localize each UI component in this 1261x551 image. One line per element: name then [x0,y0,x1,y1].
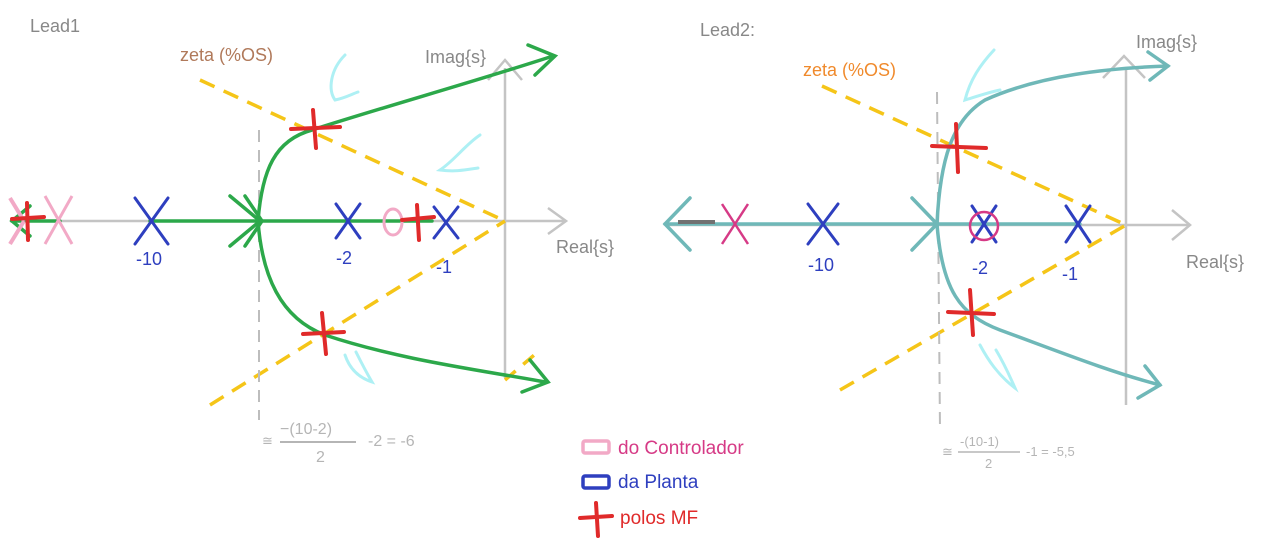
lead1-title: Lead1 [30,16,80,36]
legend-label-controller: do Controlador [618,438,744,459]
lead2-formula-rest: -1 = -5,5 [1026,444,1075,459]
lead1-left-arrow [9,204,32,238]
lead1-real-label: Real{s} [556,237,614,257]
lead1-zeta-line-upper [199,78,506,223]
lead1-plant-poles [133,196,460,246]
lead2-cl-pole-lower [946,288,996,337]
lead2-locus-lower-arrow [1136,364,1163,400]
lead2-zeta-label: zeta (%OS) [803,60,896,80]
lead2-controller [720,203,1000,245]
lead1-pole-minus1 [432,205,460,240]
lead1-locus-upper-branch [256,54,555,223]
lead2-hint-arrows [962,48,1017,390]
lead1-hint-arrow-1 [329,53,360,102]
legend: do Controlador da Planta polos MF [578,438,744,538]
lead2-title: Lead2: [700,20,755,40]
lead2-controller-pole [720,203,750,245]
lead2-formula-approx: ≅ [942,444,953,459]
lead2-label-minus10: -10 [808,255,834,275]
lead2-hint-arrow-1 [962,48,1002,103]
lead1-locus-upper-arrow [526,43,559,77]
lead1-diagram: Lead1 Imag{s} Real{s} zeta (%OS) [8,16,614,466]
legend-item-controller: do Controlador [581,438,744,459]
lead1-pole-minus2 [334,202,362,240]
lead2-zeta-line-upper [821,84,1127,227]
lead2-real-arrow [1171,209,1192,241]
lead1-pole-minus10 [133,196,170,246]
legend-label-closed-loop: polos MF [620,508,698,529]
lead1-label-minus1: -1 [436,257,452,277]
lead1-real-arrow [547,206,569,236]
lead2-pole-minus1 [1064,204,1092,244]
legend-swatch-plant [581,474,611,490]
lead1-label-minus10: -10 [136,249,162,269]
lead1-formula: ≅ −(10-2) 2 -2 = -6 [262,421,415,466]
legend-item-plant: da Planta [581,472,699,493]
lead2-plant-poles [806,202,1092,246]
lead1-locus-lower-arrow [520,358,551,394]
lead1-cl-pole-lower [301,311,346,356]
lead1-cl-pole-real-right [400,203,436,242]
lead2-axes [665,54,1192,405]
lead2-locus-upper-branch [935,64,1170,226]
lead1-formula-numerator: −(10-2) [280,421,332,438]
lead2-hint-arrow-2 [978,343,1017,390]
lead2-zeta-lines [821,84,1127,392]
lead2-locus-lower-branch [935,222,1162,387]
lead1-zeta-label: zeta (%OS) [180,45,273,65]
lead1-locus [9,43,559,394]
lead2-imag-label: Imag{s} [1136,32,1197,52]
lead1-formula-approx: ≅ [262,433,273,448]
lead1-cl-pole-upper [289,108,342,150]
lead2-closed-loop-poles [930,122,996,337]
lead1-axes [10,58,569,378]
lead1-cl-pole-real-left [10,201,46,242]
lead1-hint-arrows [329,53,482,385]
lead1-hint-arrow-3 [343,350,376,385]
lead2-left-arrow [662,196,692,252]
lead2-asymptote-line [936,91,941,431]
lead2-label-minus1: -1 [1062,264,1078,284]
lead1-formula-rest: -2 = -6 [368,433,415,450]
lead2-formula-numerator: -(10-1) [960,434,999,449]
lead1-zeta-line-lower [209,219,506,407]
lead2-breakaway-chevron [910,196,940,252]
lead2-cl-pole-upper [930,122,988,174]
lead1-hint-arrow-2 [435,133,482,173]
lead2-diagram: Lead2: Imag{s} Real{s} zeta (%OS) [662,20,1244,471]
lead1-locus-lower-branch [256,219,547,384]
legend-swatch-closed-loop [578,501,614,538]
lead2-label-minus2: -2 [972,258,988,278]
lead1-label-minus2: -2 [336,248,352,268]
lead2-formula-denominator: 2 [985,456,992,471]
lead1-controller-pole [8,195,74,246]
legend-label-plant: da Planta [618,472,699,493]
lead2-controller-zero [968,210,1000,242]
lead2-real-label: Real{s} [1186,252,1244,272]
lead1-closed-loop-poles [10,108,436,356]
lead1-breakaway-chevron-right [228,194,263,248]
legend-item-closed-loop: polos MF [578,501,698,538]
lead2-formula: ≅ -(10-1) 2 -1 = -5,5 [942,434,1075,471]
lead2-pole-minus10 [806,202,840,246]
lead2-locus-upper-arrow [1146,50,1171,82]
lead1-formula-denominator: 2 [316,449,325,466]
legend-swatch-controller [581,439,611,455]
lead1-imag-label: Imag{s} [425,47,486,67]
lead2-zeta-line-lower [839,223,1127,392]
